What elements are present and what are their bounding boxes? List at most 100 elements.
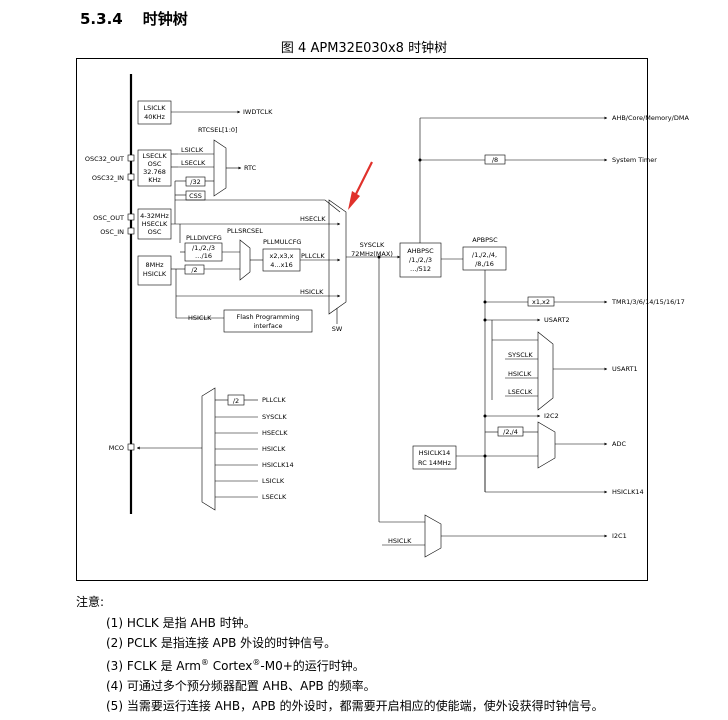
flash-box xyxy=(223,309,313,333)
rtc-in-lseclk: LSECLK xyxy=(181,159,206,167)
adc-mux xyxy=(537,421,556,469)
flash-in-hsiclk: HSICLK xyxy=(188,314,212,322)
mco-in-4: HSICLK14 xyxy=(262,461,294,469)
notes-section: 注意: (1) HCLK 是指 AHB 时钟。 (2) PCLK 是指连接 AP… xyxy=(76,592,604,716)
note-text-pre: FCLK 是 Arm xyxy=(126,659,201,673)
div32-label: /32 xyxy=(190,178,200,186)
section-title: 时钟树 xyxy=(142,10,188,28)
pllmul-v1: x2,x3,x xyxy=(270,252,294,260)
lseclk-box xyxy=(137,149,172,187)
sys-in-hseclk: HSECLK xyxy=(300,215,326,223)
mco-in-6: LSECLK xyxy=(262,493,287,501)
out-tmr: TMR1/3/6/14/15/16/17 xyxy=(611,298,685,306)
iwdtclk-label: IWDTCLK xyxy=(243,108,273,116)
plldiv-v2: …/16 xyxy=(195,252,212,260)
x1x2-box xyxy=(527,296,555,307)
lseclk-l3: 32.768 xyxy=(143,168,166,176)
sysclk-max: 72MHz(MAX) xyxy=(351,250,393,258)
note-text: 可通过多个预分频器配置 AHB、APB 的频率。 xyxy=(126,679,376,693)
ahbpsc-l1: AHBPSC xyxy=(407,247,434,255)
note-item: (1) HCLK 是指 AHB 时钟。 xyxy=(106,613,604,633)
note-item: (5) 当需要运行连接 AHB，APB 的外设时，都需要开启相应的使能端，使外设… xyxy=(106,696,604,716)
section-heading: 5.3.4 时钟树 xyxy=(80,8,188,29)
usart-in-lseclk: LSECLK xyxy=(508,388,533,396)
hsiclk-l2: HSICLK xyxy=(143,270,167,278)
out-hsiclk14: HSICLK14 xyxy=(612,488,644,496)
note-text: PCLK 是指连接 APB 外设的时钟信号。 xyxy=(126,636,337,650)
note-item: (2) PCLK 是指连接 APB 外设的时钟信号。 xyxy=(106,633,604,653)
mco-in-2: HSECLK xyxy=(262,429,288,437)
note-item: (4) 可通过多个预分频器配置 AHB、APB 的频率。 xyxy=(106,676,604,696)
note-number: (1) xyxy=(106,616,123,630)
figure-caption: 图 4 APM32E030x8 时钟树 xyxy=(280,41,448,56)
hsiclk14-l1: HSICLK14 xyxy=(419,449,451,457)
mco-pin: MCO xyxy=(109,444,124,452)
note-number: (3) xyxy=(106,659,123,673)
annotation-arrow xyxy=(355,161,373,195)
clock-tree-diagram: LSICLK 40KHz IWDTCLK RTCSEL[1:0] LSICLK … xyxy=(85,74,689,558)
sys-in-hsiclk: HSICLK xyxy=(300,288,324,296)
rtc-in-lsiclk: LSICLK xyxy=(181,146,204,154)
lsiclk-label: LSICLK xyxy=(143,104,166,112)
lsiclk-freq: 40KHz xyxy=(144,113,165,121)
div2-label: /2 xyxy=(191,266,197,274)
plldiv-v1: /1,/2,/3 xyxy=(192,244,215,252)
rtc-mux xyxy=(213,139,227,197)
annotation-arrowhead xyxy=(348,191,360,210)
out-usart1: USART1 xyxy=(612,365,638,373)
osc-in-pin: OSC_IN xyxy=(100,228,124,236)
hsiclk14-l2: RC 14MHz xyxy=(418,459,452,467)
note-item: (3) FCLK 是 Arm® Cortex®-M0+的运行时钟。 xyxy=(106,653,604,676)
mco-in-1: SYSCLK xyxy=(262,413,287,421)
rtcsel-label: RTCSEL[1:0] xyxy=(198,126,238,134)
ahbpsc-l3: …/512 xyxy=(410,265,431,273)
section-number: 5.3.4 xyxy=(80,10,123,28)
figure-frame xyxy=(76,58,648,581)
sysclk-mux xyxy=(328,199,347,315)
rtc-label: RTC xyxy=(244,164,257,172)
apbpsc-label: APBPSC xyxy=(472,236,498,244)
flash-l2: interface xyxy=(254,322,283,330)
x1x2-label: x1,x2 xyxy=(532,298,550,306)
hseclk-l2: HSECLK xyxy=(142,220,168,228)
div8-label: /8 xyxy=(492,156,498,164)
osc-out-pin: OSC_OUT xyxy=(93,214,124,222)
out-usart2: USART2 xyxy=(544,316,570,324)
mco-in-0: PLLCLK xyxy=(262,396,286,404)
css-label: CSS xyxy=(189,192,202,200)
usart1-mux xyxy=(537,331,554,411)
pllclk-label: PLLCLK xyxy=(301,252,325,260)
div32-box xyxy=(185,176,206,187)
ahbpsc-l2: /1,/2,/3 xyxy=(409,256,432,264)
registered-mark: ® xyxy=(252,658,261,667)
hseclk-l1: 4-32MHz xyxy=(140,212,169,220)
note-number: (5) xyxy=(106,699,123,713)
apbpsc-box xyxy=(462,246,507,271)
pllmul-v2: 4...x16 xyxy=(270,261,292,269)
i2c1-mux xyxy=(424,514,442,558)
lseclk-l4: KHz xyxy=(148,176,161,184)
pllsrc-mux xyxy=(239,239,251,281)
notes-list: (1) HCLK 是指 AHB 时钟。 (2) PCLK 是指连接 APB 外设… xyxy=(76,613,604,716)
ahbpsc-box xyxy=(399,242,442,278)
note-text: 当需要运行连接 AHB，APB 的外设时，都需要开启相应的使能端，使外设获得时钟… xyxy=(126,699,604,713)
lseclk-l2: OSC xyxy=(148,160,162,168)
pllsrcsel-label: PLLSRCSEL xyxy=(227,227,263,235)
mco-mux xyxy=(201,387,216,511)
out-i2c1: I2C1 xyxy=(612,532,627,540)
lseclk-l1: LSECLK xyxy=(142,152,167,160)
hseclk-l3: OSC xyxy=(148,228,162,236)
lsiclk-box xyxy=(137,100,172,125)
sysclk-label: SYSCLK xyxy=(360,241,385,249)
apbpsc-v2: /8,/16 xyxy=(475,260,494,268)
usart-in-sysclk: SYSCLK xyxy=(508,351,533,359)
hsiclk14-box xyxy=(412,445,457,470)
apbpsc-v1: /1,/2,/4, xyxy=(472,251,497,259)
out-ahb: AHB/Core/Memory/DMA xyxy=(612,114,689,122)
div2div4-box xyxy=(497,426,524,437)
note-text-mid: Cortex xyxy=(212,659,253,673)
mco-div2: /2 xyxy=(233,397,239,405)
hsiclk-l1: 8MHz xyxy=(145,261,164,269)
out-adc: ADC xyxy=(612,440,626,448)
osc32-in-pin: OSC32_IN xyxy=(92,174,124,182)
